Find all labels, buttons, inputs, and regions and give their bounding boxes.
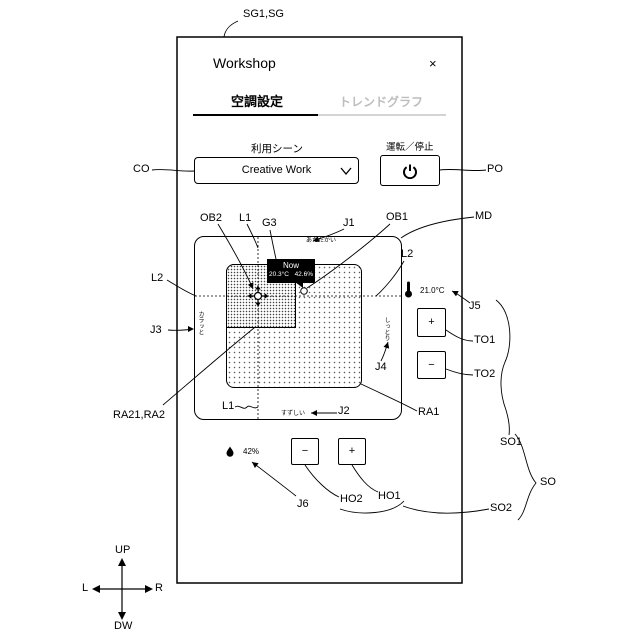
direction-left-label: L bbox=[82, 583, 88, 594]
ref-label-to1: TO1 bbox=[474, 335, 495, 346]
temperature-decrease-button[interactable]: − bbox=[417, 351, 446, 379]
arrow-right-icon bbox=[145, 585, 153, 593]
leader-md bbox=[401, 217, 474, 238]
temperature-setpoint: 21.0°C bbox=[420, 287, 445, 295]
ref-label-device: SG1,SG bbox=[243, 9, 284, 20]
direction-down-label: DW bbox=[114, 621, 132, 632]
now-values: 20.3°C 42.6% bbox=[267, 270, 315, 279]
arrow-down-icon bbox=[118, 612, 126, 620]
direction-up-label: UP bbox=[115, 545, 130, 556]
leader-co bbox=[152, 169, 194, 171]
ref-label-g3: G3 bbox=[262, 218, 277, 229]
chevron-down-icon bbox=[340, 167, 352, 175]
leader-to2 bbox=[446, 369, 473, 375]
ref-label-po: PO bbox=[487, 164, 503, 175]
ref-label-j1: J1 bbox=[343, 218, 355, 229]
now-temperature: 20.3°C bbox=[269, 270, 289, 279]
scene-dropdown[interactable]: Creative Work bbox=[194, 157, 359, 184]
bracket-so1 bbox=[496, 300, 510, 435]
leader-to1 bbox=[446, 330, 473, 341]
ref-label-j4: J4 bbox=[375, 362, 387, 373]
scene-dropdown-value: Creative Work bbox=[242, 165, 311, 176]
humidity-increase-button[interactable]: + bbox=[338, 438, 366, 465]
arrow-left-icon bbox=[92, 585, 100, 593]
ref-label-ho1: HO1 bbox=[378, 491, 401, 502]
ref-label-j6: J6 bbox=[297, 499, 309, 510]
moist-label: しっとり bbox=[383, 317, 389, 341]
tab-climate-settings[interactable]: 空調設定 bbox=[231, 95, 283, 108]
temperature-increase-button[interactable]: + bbox=[417, 308, 446, 337]
power-icon bbox=[402, 163, 418, 179]
arrow-j5-head bbox=[452, 291, 459, 296]
ref-label-so1: SO1 bbox=[500, 437, 522, 448]
leader-l2-left bbox=[167, 280, 196, 296]
arrow-j6-head bbox=[252, 462, 259, 468]
leader-ho1 bbox=[352, 465, 378, 492]
leader-sg bbox=[224, 21, 238, 37]
ref-label-ra21: RA21,RA2 bbox=[113, 410, 165, 421]
power-button[interactable] bbox=[380, 155, 440, 186]
ref-label-l1-top: L1 bbox=[239, 213, 251, 224]
ref-label-j3: J3 bbox=[150, 325, 162, 336]
leader-po bbox=[440, 169, 486, 170]
arrow-j6 bbox=[252, 462, 296, 496]
scene-label: 利用シーン bbox=[251, 144, 303, 155]
arrow-j5 bbox=[452, 291, 470, 303]
now-humidity: 42.6% bbox=[295, 270, 313, 279]
now-title: Now bbox=[267, 261, 315, 270]
power-label: 運転／停止 bbox=[386, 143, 434, 153]
ref-label-j5: J5 bbox=[469, 301, 481, 312]
close-icon[interactable]: × bbox=[429, 57, 437, 70]
ref-label-ra1: RA1 bbox=[418, 407, 439, 418]
leader-so2 bbox=[403, 506, 489, 513]
dry-label: カラッと bbox=[197, 311, 203, 335]
arrow-j3 bbox=[168, 329, 193, 330]
ref-label-to2: TO2 bbox=[474, 369, 495, 380]
ref-label-so2: SO2 bbox=[490, 503, 512, 514]
cool-label: すずしい bbox=[281, 411, 305, 417]
ref-label-l2-left: L2 bbox=[151, 273, 163, 284]
ref-label-l2-right: L2 bbox=[401, 249, 413, 260]
arrow-up-icon bbox=[118, 558, 126, 566]
ref-label-j2: J2 bbox=[338, 406, 350, 417]
leader-ho2 bbox=[305, 465, 339, 497]
humidity-decrease-button[interactable]: − bbox=[291, 438, 319, 465]
water-drop-icon bbox=[226, 446, 234, 457]
ref-label-ob1: OB1 bbox=[386, 212, 408, 223]
ref-label-co: CO bbox=[133, 164, 150, 175]
ref-label-l1-bottom: L1 bbox=[222, 401, 234, 412]
tab-trend-graph[interactable]: トレンドグラフ bbox=[339, 96, 423, 108]
humidity-setpoint: 42% bbox=[243, 448, 259, 456]
direction-right-label: R bbox=[155, 583, 163, 594]
warm-label: あたたかい bbox=[306, 238, 336, 244]
ref-label-ho2: HO2 bbox=[340, 494, 363, 505]
thermometer-icon bbox=[404, 281, 413, 298]
now-tooltip: Now 20.3°C 42.6% bbox=[267, 259, 315, 283]
ref-label-so: SO bbox=[540, 477, 556, 488]
window-title: Workshop bbox=[213, 56, 276, 70]
direction-compass bbox=[92, 558, 153, 620]
ref-label-md: MD bbox=[475, 211, 492, 222]
ref-label-ob2: OB2 bbox=[200, 213, 222, 224]
